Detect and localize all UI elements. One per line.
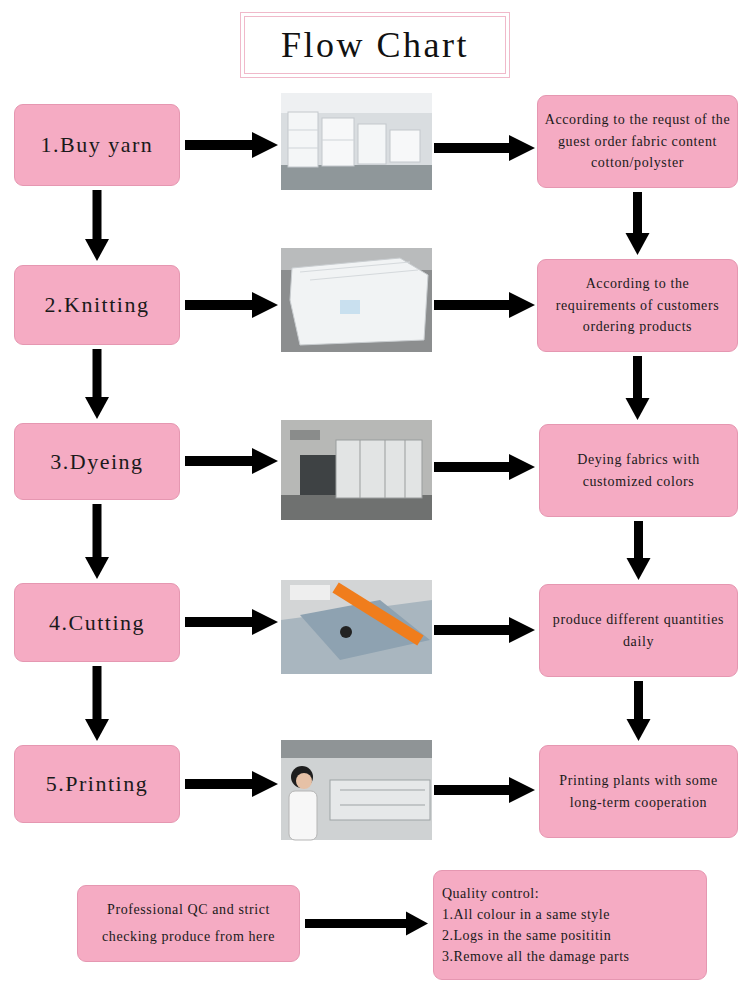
flow-arrow — [185, 132, 535, 803]
box-text: Printing plants with some long-term coop… — [546, 770, 731, 813]
step-box: 2.Knitting — [14, 265, 180, 345]
cutting-photo — [281, 580, 432, 674]
step-box: 5.Printing — [14, 745, 180, 823]
box-text: According to the requirements of custome… — [544, 273, 731, 338]
flow-arrow — [626, 192, 650, 255]
box-text: 2.Knitting — [45, 292, 150, 318]
box-text: 1.Buy yarn — [41, 132, 154, 158]
printing-photo — [281, 740, 432, 840]
box-text: 3.Dyeing — [50, 449, 143, 475]
flow-arrow — [85, 666, 109, 741]
flow-arrow — [627, 521, 651, 580]
step-box: 4.Cutting — [14, 583, 180, 662]
box-text: produce different quantities daily — [546, 609, 731, 652]
flow-arrow — [626, 356, 650, 420]
box-text: 5.Printing — [46, 771, 148, 797]
note-box: produce different quantities daily — [539, 584, 738, 677]
step-box: 3.Dyeing — [14, 423, 180, 500]
note-box: Printing plants with some long-term coop… — [539, 745, 738, 838]
box-text: 4.Cutting — [49, 610, 145, 636]
note-box: According to the requst of the guest ord… — [537, 95, 738, 188]
qc-box: Professional QC and strict checking prod… — [77, 885, 300, 962]
yarn-photo — [281, 93, 432, 190]
box-text: Quality control: — [442, 883, 539, 904]
dyeing-photo — [281, 420, 432, 520]
flow-arrow — [305, 912, 428, 936]
box-text: Professional QC and strict checking prod… — [84, 897, 293, 950]
box-text: 3.Remove all the damage parts — [442, 946, 630, 967]
flow-arrow — [627, 681, 651, 741]
chart-title: Flow Chart — [281, 24, 469, 66]
note-box: Deying fabrics with customized colors — [539, 424, 738, 517]
box-text: 2.Logs in the same posititin — [442, 925, 611, 946]
note-box: According to the requirements of custome… — [537, 259, 738, 352]
step-box: 1.Buy yarn — [14, 104, 180, 186]
qc-list-box: Quality control:1.All colour in a same s… — [433, 870, 707, 980]
box-text: According to the requst of the guest ord… — [544, 109, 731, 174]
box-text: 1.All colour in a same style — [442, 904, 610, 925]
box-text: Deying fabrics with customized colors — [546, 449, 731, 492]
title-frame: Flow Chart — [240, 12, 510, 78]
flow-arrow — [85, 504, 109, 579]
knitting-photo — [281, 248, 432, 352]
flow-arrow — [85, 349, 109, 419]
flow-arrow — [85, 190, 109, 261]
